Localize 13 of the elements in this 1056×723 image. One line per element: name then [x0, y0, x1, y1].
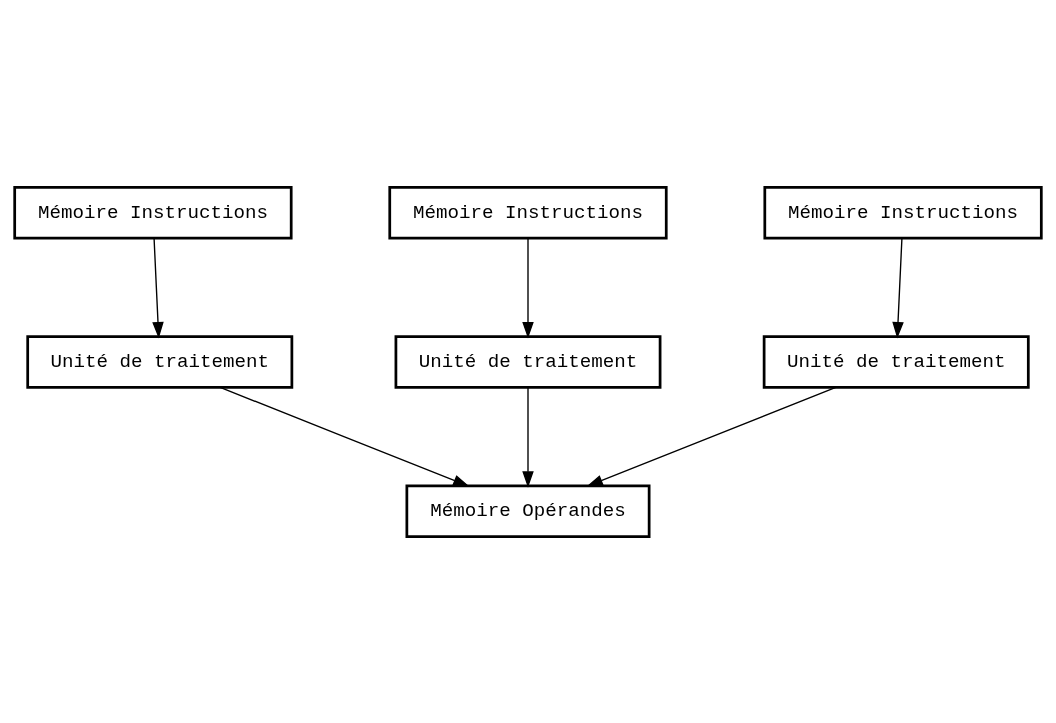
arrow [586, 386, 837, 487]
arrow [522, 386, 534, 488]
arrow [152, 237, 164, 338]
node-box: Unité de traitement [394, 334, 662, 389]
node-box: Mémoire Instructions [13, 185, 293, 239]
node-box: Unité de traitement [26, 334, 294, 389]
node-box: Mémoire Opérandes [405, 484, 651, 538]
arrow [522, 237, 534, 338]
node-box: Unité de traitement [762, 334, 1030, 389]
node-box: Mémoire Instructions [388, 185, 668, 239]
node-box: Mémoire Instructions [763, 185, 1043, 239]
arrow [219, 386, 470, 487]
arrow [892, 237, 904, 338]
